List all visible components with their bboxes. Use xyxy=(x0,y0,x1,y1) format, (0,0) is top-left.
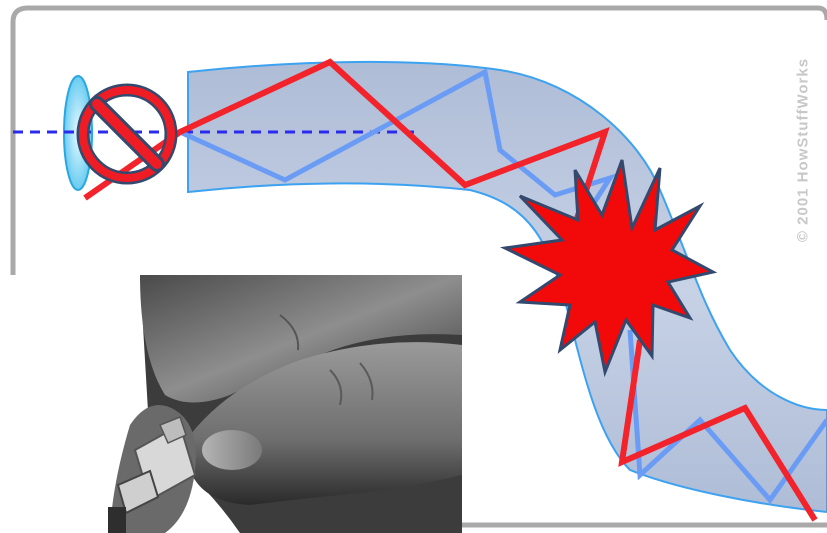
no-entry-icon xyxy=(83,90,171,178)
hand-holding-connector-image xyxy=(0,275,462,533)
copyright-notice: © 2001 HowStuffWorks xyxy=(795,58,812,242)
fiber-connector-photo xyxy=(0,275,462,533)
